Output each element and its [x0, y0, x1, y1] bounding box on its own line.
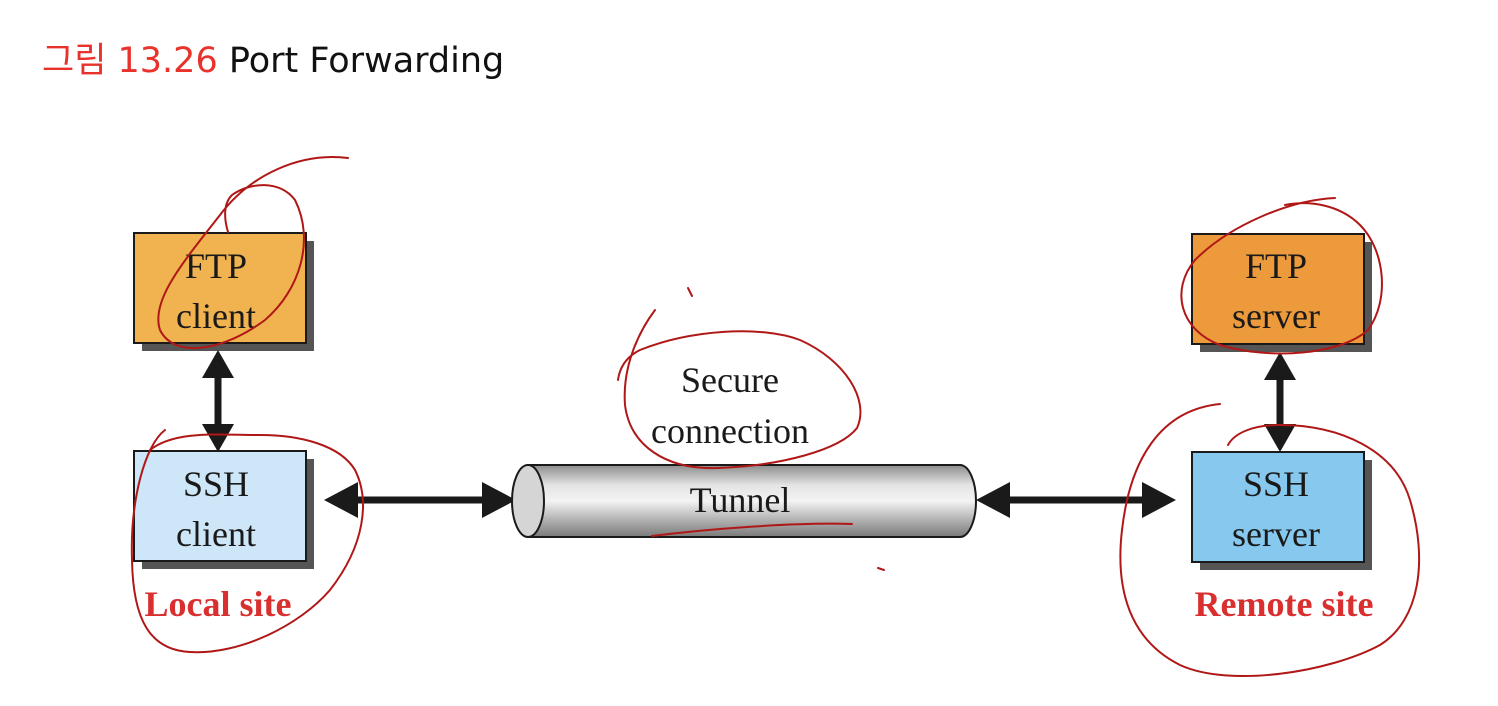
- ftp-ssh-remote-arrow: [1264, 352, 1296, 452]
- tunnel-cylinder: Tunnel: [511, 464, 977, 538]
- local-site-label: Local site: [145, 584, 292, 624]
- ftp-server-circle-annotation: [1180, 197, 1383, 355]
- local-tunnel-arrow: [324, 482, 516, 518]
- secure-connection-line1: Secure: [681, 360, 779, 400]
- ssh-server-box: [1191, 451, 1365, 563]
- secure-connection-circle-annotation: [617, 309, 862, 470]
- ssh-server-label-line1: SSH: [1243, 464, 1309, 504]
- ssh-client-node: SSH client: [133, 450, 314, 569]
- secure-connection-tick-mark: [687, 287, 693, 297]
- handwritten-annotations: [130, 156, 1421, 678]
- ftp-server-node: FTP server: [1191, 233, 1372, 352]
- ftp-client-label-line2: client: [176, 296, 256, 336]
- figure-title: Port Forwarding: [228, 41, 505, 81]
- ssh-client-box: [133, 450, 307, 562]
- ssh-client-label-line1: SSH: [183, 464, 249, 504]
- ftp-client-label-line1: FTP: [185, 246, 247, 286]
- tunnel-underline-annotation: [651, 522, 853, 537]
- secure-connection-line2: connection: [651, 411, 809, 451]
- ftp-client-box: [133, 232, 307, 344]
- ftp-server-label-line2: server: [1232, 296, 1320, 336]
- ssh-server-node: SSH server: [1191, 451, 1372, 570]
- ftp-client-circle-annotation: [157, 156, 349, 350]
- ssh-server-label-line2: server: [1232, 514, 1320, 554]
- tunnel-remote-arrow: [976, 482, 1176, 518]
- ssh-client-label-line2: client: [176, 514, 256, 554]
- remote-site-circle-annotation: [1119, 403, 1421, 678]
- remote-site-label: Remote site: [1195, 584, 1374, 624]
- stray-tick-mark: [877, 567, 885, 571]
- figure-number: 그림 13.26: [42, 41, 218, 81]
- local-site-circle-annotation: [130, 429, 364, 654]
- ftp-ssh-local-arrow: [202, 350, 234, 452]
- tunnel-label: Tunnel: [690, 480, 791, 520]
- slide-title: 그림 13.26 Port Forwarding: [42, 38, 504, 84]
- ftp-server-box: [1191, 233, 1365, 345]
- ftp-server-label-line1: FTP: [1245, 246, 1307, 286]
